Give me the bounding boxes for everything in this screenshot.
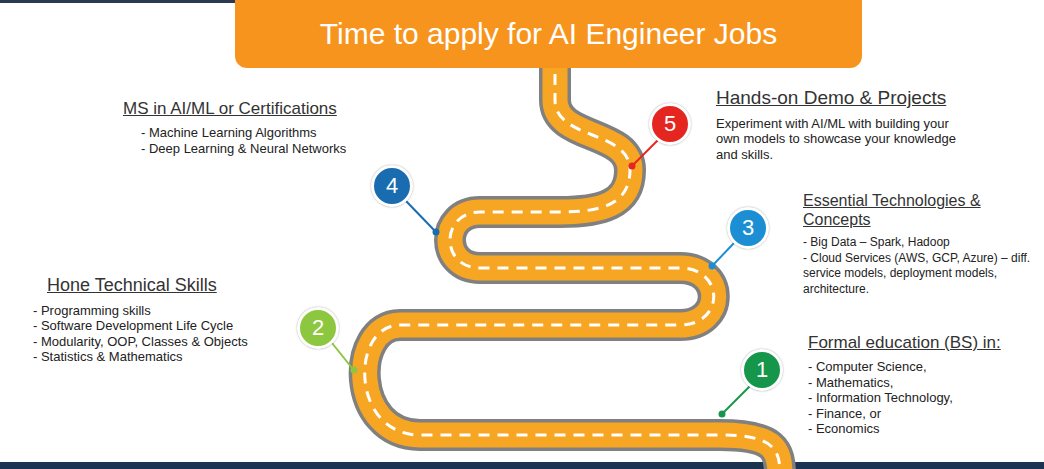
leader-line <box>406 201 434 230</box>
callout-number: 1 <box>756 359 768 381</box>
leader-dot <box>719 411 726 418</box>
callout-number: 3 <box>742 217 754 239</box>
leader-line <box>634 140 658 164</box>
step-detail: - Big Data – Spark, Hadoop <box>803 235 1041 251</box>
step-heading: MS in AI/ML or Certifications <box>123 99 371 119</box>
callout-number: 4 <box>386 175 398 197</box>
step-description: Formal education (BS) in: - Computer Scie… <box>808 333 1040 437</box>
step-detail: - Programming skills <box>33 303 288 319</box>
step-detail: - Machine Learning Algorithms <box>141 125 369 141</box>
step-heading: Hone Technical Skills <box>47 275 287 297</box>
step-description: Hone Technical Skills - Programming skill… <box>33 275 288 365</box>
step-circle: 3Essential Technologies & Concepts- Big … <box>727 207 769 249</box>
step-circle: 2Hone Technical Skills- Programming skil… <box>297 307 339 349</box>
bottom-band <box>0 462 1044 469</box>
step-heading: Hands-on Demo & Projects <box>716 87 1016 110</box>
step-heading: Formal education (BS) in: <box>808 333 1038 353</box>
leader-dot <box>351 367 358 374</box>
step-heading: Essential Technologies & Concepts <box>803 191 1041 229</box>
step-description: Hands-on Demo & ProjectsExperiment with … <box>716 87 1016 162</box>
callout-number: 2 <box>312 317 324 339</box>
step-detail: - Statistics & Mathematics <box>33 349 288 365</box>
step-detail: - Modularity, OOP, Classes & Objects <box>33 334 288 350</box>
step-circle: 5Hands-on Demo & ProjectsExperiment with… <box>649 103 691 145</box>
leader-line <box>724 386 750 412</box>
title-banner <box>235 0 862 68</box>
step-detail: - Computer Science, <box>808 359 1040 375</box>
step-detail: - Cloud Services (AWS, GCP, Azure) – dif… <box>803 251 1041 298</box>
leader-dot <box>629 163 636 170</box>
step-detail: - Economics <box>808 421 1040 437</box>
callout-number: 5 <box>664 113 676 135</box>
leader-line <box>714 243 734 264</box>
title-banner-text-box: Time to apply for AI Engineer Jobs <box>235 0 862 68</box>
step-detail: - Information Technology, <box>808 390 1040 406</box>
step-circle: 1Formal education (BS) in:- Computer Sci… <box>741 349 783 391</box>
step-description: Essential Technologies & Concepts - Big D… <box>803 191 1041 297</box>
step-circle: 4MS in AI/ML or Certifications- Machine … <box>371 165 413 207</box>
step-detail: - Finance, or <box>808 406 1040 422</box>
step-detail: - Deep Learning & Neural Networks <box>141 141 369 157</box>
leader-dot <box>709 263 716 270</box>
top-strip <box>0 0 235 3</box>
step-detail: Experiment with AI/ML with building your… <box>716 116 966 163</box>
step-description: MS in AI/ML or Certifications - Machine L… <box>123 99 371 156</box>
leader-dot <box>433 229 440 236</box>
diagram-title: Time to apply for AI Engineer Jobs <box>320 17 777 51</box>
step-detail: - Software Development Life Cycle <box>33 318 288 334</box>
step-detail: - Mathematics, <box>808 375 1040 391</box>
leader-line <box>332 343 352 368</box>
